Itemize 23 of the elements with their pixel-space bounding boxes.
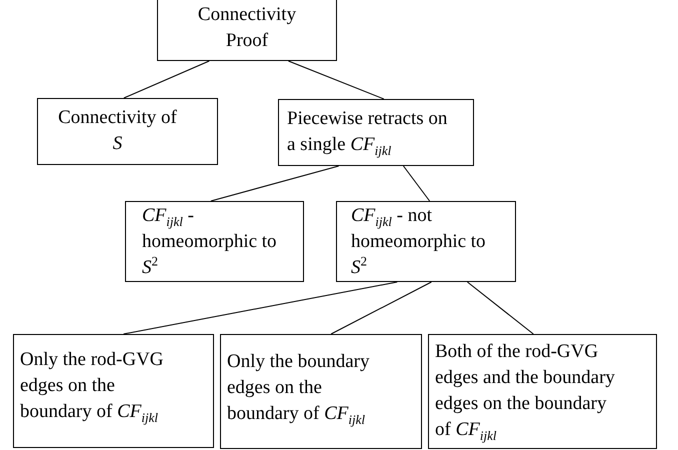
process-box [13, 334, 214, 448]
connector-line [210, 166, 340, 202]
process-box [428, 334, 657, 449]
box-label: Connectivity Proof [196, 3, 298, 53]
box-label: CF$_{ijkl}$ - homeomorphic to S$^{2}$ [142, 204, 278, 280]
process-box [278, 99, 474, 166]
connector-line [466, 282, 534, 334]
box-label: Only the rod-GVG edges on the boundary of CF$_{ijkl}$ [20, 348, 165, 425]
connector-line [402, 166, 430, 202]
box-label: CF$_{ijkl}$ - not homeomorphic to S$^{2}$ [351, 204, 487, 280]
connector-line [123, 60, 210, 98]
process-box [336, 201, 516, 282]
box-label: Both of the rod-GVG edges and the boundary edges on the boundary of CF$_{ijkl}$ [435, 340, 616, 443]
process-box [157, 0, 337, 61]
process-box [125, 201, 304, 282]
connector-line [123, 282, 398, 334]
process-box [37, 98, 218, 165]
connector-line [330, 282, 432, 334]
process-box [220, 334, 422, 449]
box-label: Only the boundary edges on the boundary of CF$_{ijkl}$ [227, 350, 370, 427]
box-label: Piecewise retracts on a single CF$_{ijkl}$ [287, 107, 448, 158]
box-label: Connectivity of S [58, 106, 177, 156]
connector-line [288, 60, 384, 100]
